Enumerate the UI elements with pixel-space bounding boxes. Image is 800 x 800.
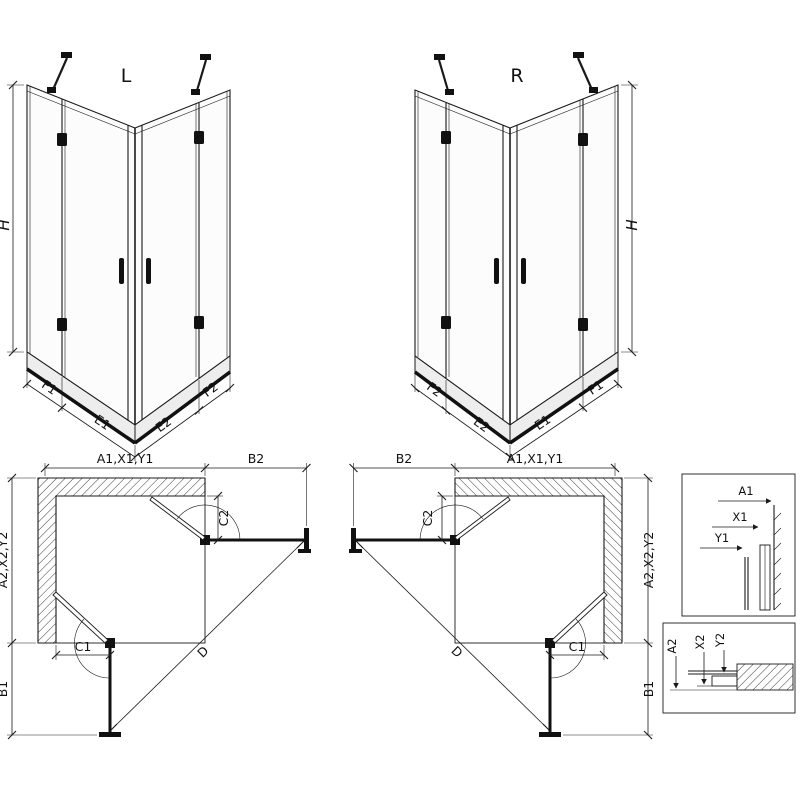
front-view-left bbox=[7, 52, 234, 461]
detail-a2-label: A2 bbox=[665, 638, 679, 653]
detail-box-bottom: A2 X2 Y2 bbox=[662, 622, 796, 714]
plan-right-c1-label: C1 bbox=[569, 639, 586, 654]
plan-left-b2-label: B2 bbox=[248, 451, 265, 466]
plan-right-c2-label: C2 bbox=[420, 510, 435, 527]
detail-a1-label: A1 bbox=[738, 484, 753, 498]
plan-left-c2-label: C2 bbox=[216, 510, 231, 527]
plan-left-b1-label: B1 bbox=[0, 681, 10, 698]
detail-box-top: A1 X1 Y1 bbox=[681, 473, 796, 617]
plan-right-a2-label: A2,X2,Y2 bbox=[641, 532, 656, 589]
plan-right-a1-label: A1,X1,Y1 bbox=[507, 451, 564, 466]
plan-left-a2-label: A2,X2,Y2 bbox=[0, 532, 10, 589]
front-left-f2-label: F2 bbox=[200, 379, 221, 400]
front-left-height-label: H bbox=[0, 219, 13, 230]
plan-left-a1-label: A1,X1,Y1 bbox=[97, 451, 154, 466]
plan-view-left bbox=[7, 463, 311, 739]
front-left-f1-label: F1 bbox=[39, 377, 60, 398]
plan-view-right bbox=[349, 463, 653, 739]
detail-x2-label: X2 bbox=[693, 634, 707, 649]
front-right-f1-label: F1 bbox=[585, 377, 606, 398]
front-right-height-label: H bbox=[623, 219, 641, 230]
front-view-right bbox=[411, 52, 638, 461]
front-right-variant-label: R bbox=[510, 65, 523, 87]
front-right-f2-label: F2 bbox=[424, 379, 445, 400]
plan-right-b1-label: B1 bbox=[641, 681, 656, 698]
front-left-e1-label: E1 bbox=[92, 412, 114, 433]
detail-y2-label: Y2 bbox=[713, 633, 727, 648]
front-left-variant-label: L bbox=[121, 65, 132, 87]
detail-x1-label: X1 bbox=[732, 510, 747, 524]
plan-left-c1-label: C1 bbox=[75, 639, 92, 654]
front-right-e1-label: E1 bbox=[532, 412, 554, 433]
detail-y1-label: Y1 bbox=[714, 531, 729, 545]
plan-right-b2-label: B2 bbox=[396, 451, 413, 466]
